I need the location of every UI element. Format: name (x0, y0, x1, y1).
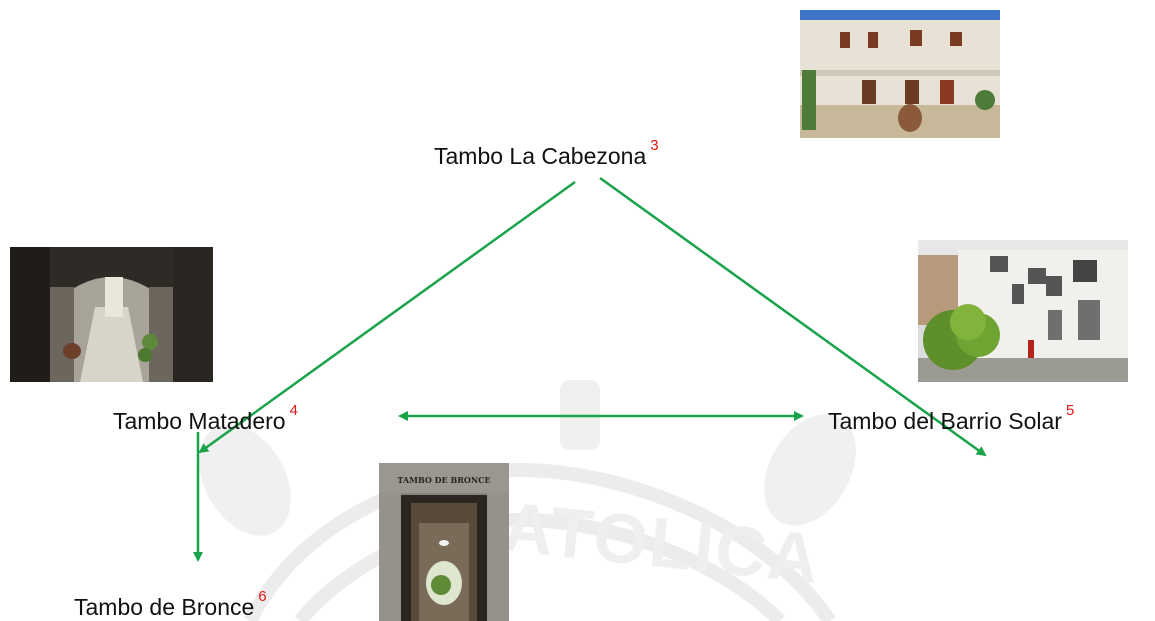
node-bronce-name: Tambo de Bronce (74, 594, 255, 620)
node-cabezona-ref: 3 (650, 137, 659, 154)
arrow-cabezona-to-barrio-solar (599, 176, 987, 457)
node-bronce-ref: 6 (258, 588, 267, 605)
photo-barrio-solar (918, 240, 1128, 382)
node-matadero-name: Tambo Matadero (113, 408, 286, 434)
photo-cabezona (800, 10, 1000, 138)
node-barrio-solar-name: Tambo del Barrio Solar (828, 408, 1062, 434)
node-barrio-solar-ref: 5 (1065, 402, 1075, 419)
photo-bronce-sign: TAMBO DE BRONCE (397, 475, 491, 485)
node-cabezona-name: Tambo La Cabezona (434, 143, 647, 169)
photo-bronce: TAMBO DE BRONCE (379, 463, 509, 621)
photo-matadero (10, 247, 213, 382)
arrow-cabezona-to-matadero (198, 180, 576, 454)
node-matadero-ref: 4 (289, 402, 298, 419)
